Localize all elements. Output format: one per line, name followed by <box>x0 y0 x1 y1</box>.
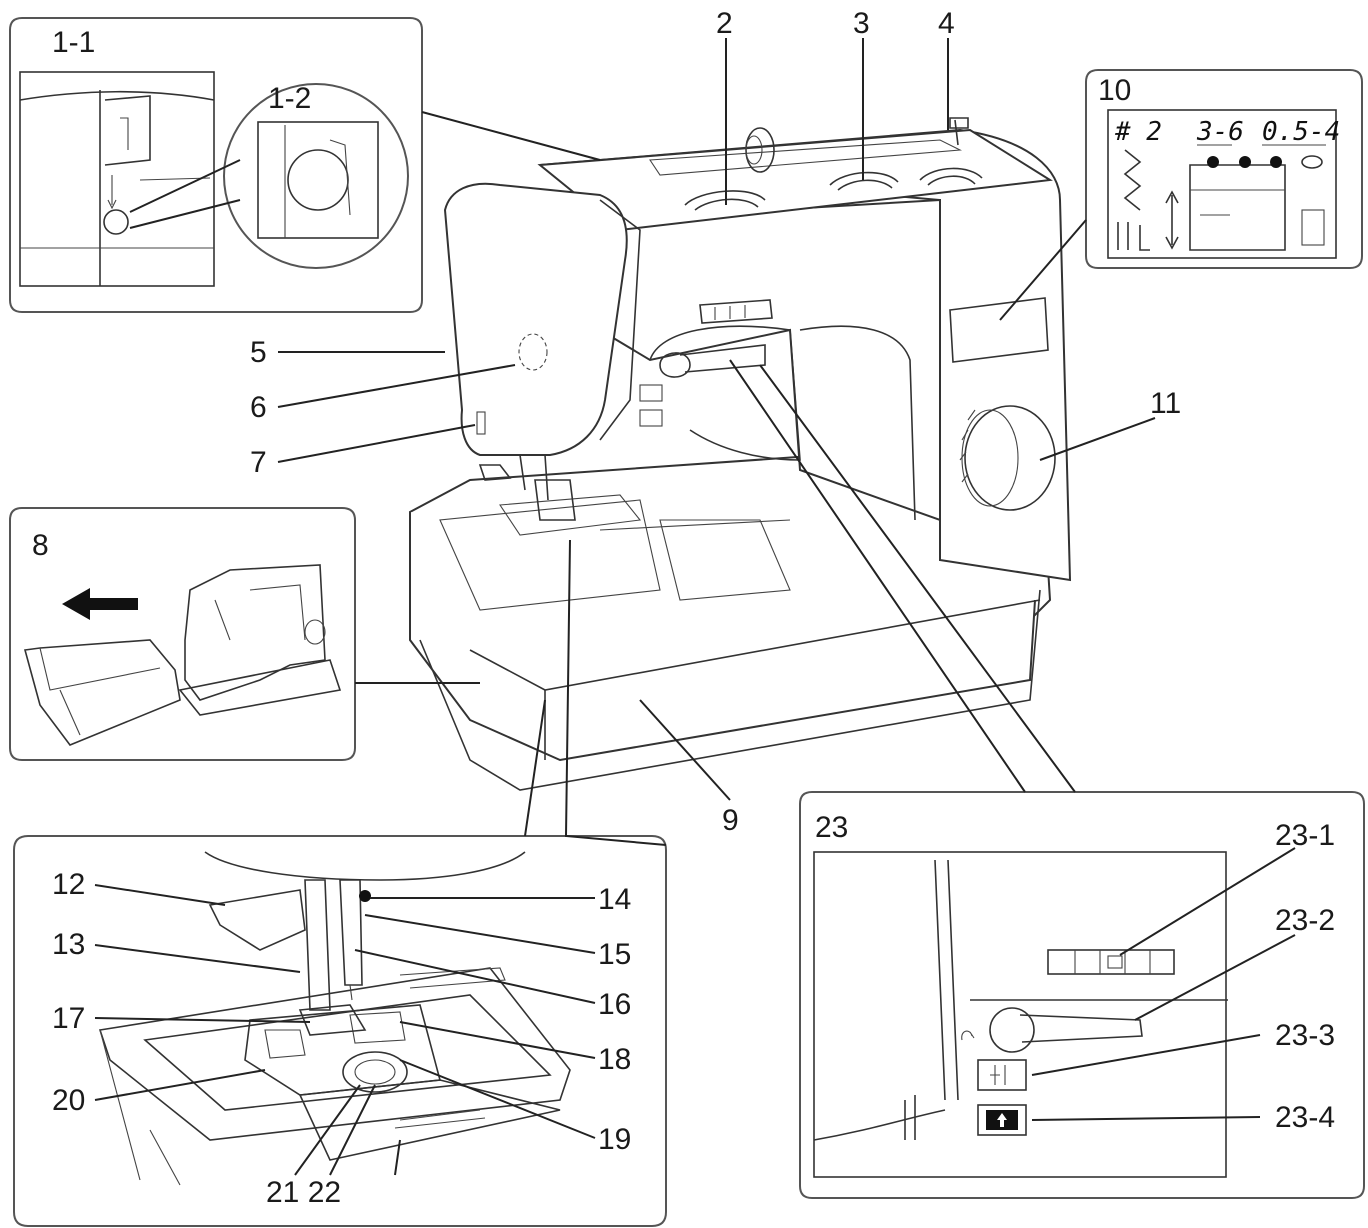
inset-needle-area <box>13 539 667 1227</box>
leader-lines <box>94 38 1296 1176</box>
reverse-arrow-icon <box>961 1030 975 1041</box>
callout-23-2: 23-2 <box>1275 904 1335 937</box>
bobbin-icon <box>1301 155 1323 169</box>
lcd-pattern-number: # 2 <box>1114 117 1162 147</box>
callout-10: 10 <box>1098 74 1131 107</box>
callout-13: 13 <box>52 928 85 961</box>
needle-up-down-icon <box>1165 190 1179 250</box>
callout-11: 11 <box>1150 387 1181 420</box>
callout-3: 3 <box>853 7 870 40</box>
callout-20: 20 <box>52 1084 85 1117</box>
arrow-left-icon <box>62 588 138 620</box>
callout-9: 9 <box>722 804 739 837</box>
sewing-machine-body <box>408 117 1072 791</box>
callout-18: 18 <box>598 1043 631 1076</box>
callout-16: 16 <box>598 988 631 1021</box>
presser-foot-icon <box>1117 222 1150 251</box>
needle-stop-icon <box>977 1104 1027 1136</box>
inset-control-panel <box>799 791 1365 1199</box>
lcd-stitch-length: 3-6 <box>1196 117 1244 147</box>
callout-2: 2 <box>716 7 733 40</box>
callout-23: 23 <box>815 811 848 844</box>
callout-1-2: 1-2 <box>268 82 311 115</box>
callout-23-3: 23-3 <box>1275 1019 1335 1052</box>
callout-23-4: 23-4 <box>1275 1101 1335 1134</box>
inset-bobbin-winder <box>9 17 601 313</box>
callout-21-22: 21 22 <box>266 1176 341 1209</box>
callout-17: 17 <box>52 1002 85 1035</box>
callout-23-1: 23-1 <box>1275 819 1335 852</box>
callout-19: 19 <box>598 1123 631 1156</box>
callout-6: 6 <box>250 391 267 424</box>
callout-4: 4 <box>938 7 955 40</box>
callout-1-1: 1-1 <box>52 26 95 59</box>
callout-8: 8 <box>32 529 49 562</box>
inset-extension-table <box>9 507 480 761</box>
callout-5: 5 <box>250 336 267 369</box>
callout-14: 14 <box>598 883 631 916</box>
zigzag-stitch-icon <box>1123 149 1142 211</box>
inset-lcd-display: # 2 3-6 0.5-4 <box>999 69 1363 321</box>
callout-7: 7 <box>250 446 267 479</box>
callout-12: 12 <box>52 868 85 901</box>
callout-15: 15 <box>598 938 631 971</box>
lcd-stitch-width: 0.5-4 <box>1262 117 1340 147</box>
callout-labels: 1-1 1-2 2 3 4 5 6 7 8 9 10 11 12 13 14 1… <box>32 7 1335 1209</box>
